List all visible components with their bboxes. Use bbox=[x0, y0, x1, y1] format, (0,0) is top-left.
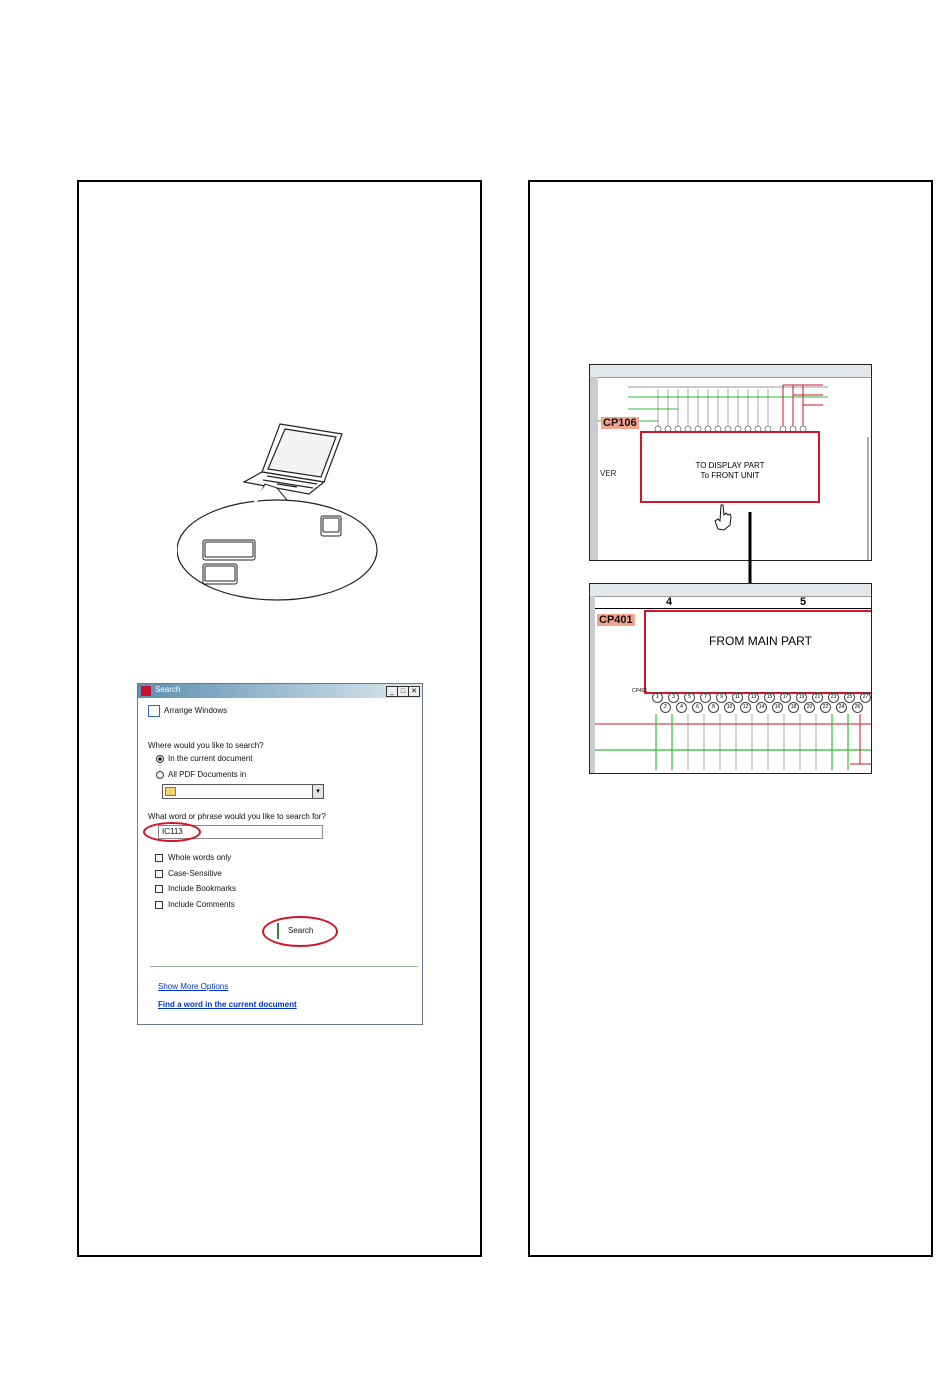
dialog-titlebar: Search _ □ ✕ bbox=[138, 684, 422, 698]
pin: 24 bbox=[836, 702, 847, 713]
option-current-label: In the current document bbox=[168, 754, 253, 763]
search-button-highlight bbox=[262, 916, 338, 947]
pin: 21 bbox=[812, 692, 823, 703]
pin: 6 bbox=[692, 702, 703, 713]
dialog-title: Search bbox=[155, 685, 181, 694]
pin: 19 bbox=[796, 692, 807, 703]
main-part-box: FROM MAIN PART bbox=[644, 610, 871, 694]
checkbox-label: Include Comments bbox=[168, 900, 235, 909]
column-label-4: 4 bbox=[666, 596, 673, 608]
pin: 15 bbox=[764, 692, 775, 703]
pin: 3 bbox=[668, 692, 679, 703]
pin: 18 bbox=[788, 702, 799, 713]
pin: 26 bbox=[852, 702, 863, 713]
search-input-highlight bbox=[143, 822, 201, 842]
laptop-icon bbox=[242, 423, 343, 495]
pins-top-row: 1 3 5 7 9 11 13 15 17 19 21 23 25 27 bbox=[652, 692, 871, 703]
pin: 13 bbox=[748, 692, 759, 703]
pin: 25 bbox=[844, 692, 855, 703]
where-question: Where would you like to search? bbox=[148, 741, 264, 750]
acrobat-icon bbox=[141, 686, 151, 696]
pin-row-label: CP401 bbox=[632, 688, 648, 694]
checkbox-include-comments[interactable] bbox=[155, 901, 163, 909]
radio-all-pdf[interactable] bbox=[156, 771, 164, 779]
display-part-line1: TO DISPLAY PART bbox=[695, 461, 765, 470]
search-dialog: Search _ □ ✕ Arrange Windows Where would… bbox=[137, 683, 423, 1025]
pin: 16 bbox=[772, 702, 783, 713]
arrange-windows-icon[interactable] bbox=[148, 705, 160, 717]
pin: 23 bbox=[828, 692, 839, 703]
schematic-screenshot-bottom: 4 5 CP401 FROM MAIN PART CP401 1 3 5 7 9… bbox=[589, 583, 872, 774]
checkbox-label: Case-Sensitive bbox=[168, 869, 222, 878]
schematic-wires-bottom bbox=[595, 714, 871, 770]
find-word-link[interactable]: Find a word in the current document bbox=[158, 1000, 297, 1009]
pdf-sidebar bbox=[590, 596, 595, 773]
pdf-sidebar bbox=[590, 377, 598, 560]
checkbox-label: Include Bookmarks bbox=[168, 884, 237, 893]
pin: 2 bbox=[660, 702, 671, 713]
pin: 17 bbox=[780, 692, 791, 703]
close-button[interactable]: ✕ bbox=[408, 686, 420, 697]
arrange-windows-label[interactable]: Arrange Windows bbox=[164, 706, 228, 715]
laptop-illustration bbox=[177, 423, 378, 601]
option-all-label: All PDF Documents in bbox=[168, 770, 247, 779]
pin: 27 bbox=[860, 692, 871, 703]
schematic-screenshot-top: CP106 VER TO DISPLAY PART To FRONT UNIT bbox=[589, 364, 872, 561]
pdf-toolbar bbox=[590, 365, 871, 378]
checkbox-include-bookmarks[interactable] bbox=[155, 885, 163, 893]
pin: 5 bbox=[684, 692, 695, 703]
folder-select[interactable]: ▾ bbox=[162, 784, 324, 799]
pin: 1 bbox=[652, 692, 663, 703]
main-part-title: FROM MAIN PART bbox=[709, 634, 812, 648]
checkbox-label: Whole words only bbox=[168, 853, 232, 862]
pin: 14 bbox=[756, 702, 767, 713]
pin: 8 bbox=[708, 702, 719, 713]
pin: 7 bbox=[700, 692, 711, 703]
pin: 20 bbox=[804, 702, 815, 713]
hand-pointer-icon bbox=[714, 504, 732, 531]
chevron-down-icon[interactable]: ▾ bbox=[312, 785, 323, 798]
connector-label-cp106: CP106 bbox=[601, 417, 639, 429]
pins-bottom-row: 2 4 6 8 10 12 14 16 18 20 22 24 26 bbox=[660, 702, 871, 713]
checkbox-case-sensitive[interactable] bbox=[155, 870, 163, 878]
what-question: What word or phrase would you like to se… bbox=[148, 812, 326, 821]
pin: 4 bbox=[676, 702, 687, 713]
connector-label-cp401: CP401 bbox=[597, 614, 635, 626]
display-part-line2: To FRONT UNIT bbox=[700, 471, 760, 480]
divider bbox=[150, 966, 418, 967]
checkbox-whole-words[interactable] bbox=[155, 854, 163, 862]
radio-current-document[interactable] bbox=[156, 755, 164, 763]
pin: 11 bbox=[732, 692, 743, 703]
folder-icon bbox=[165, 787, 176, 796]
pin: 10 bbox=[724, 702, 735, 713]
pin: 9 bbox=[716, 692, 727, 703]
display-part-box: TO DISPLAY PART To FRONT UNIT bbox=[640, 431, 820, 503]
key-icon bbox=[202, 515, 342, 585]
show-more-options-link[interactable]: Show More Options bbox=[158, 982, 229, 991]
pdf-toolbar bbox=[590, 584, 871, 597]
side-label: VER bbox=[600, 469, 617, 478]
pin: 12 bbox=[740, 702, 751, 713]
column-label-5: 5 bbox=[800, 596, 807, 608]
pin: 22 bbox=[820, 702, 831, 713]
column-ruler bbox=[595, 608, 871, 609]
